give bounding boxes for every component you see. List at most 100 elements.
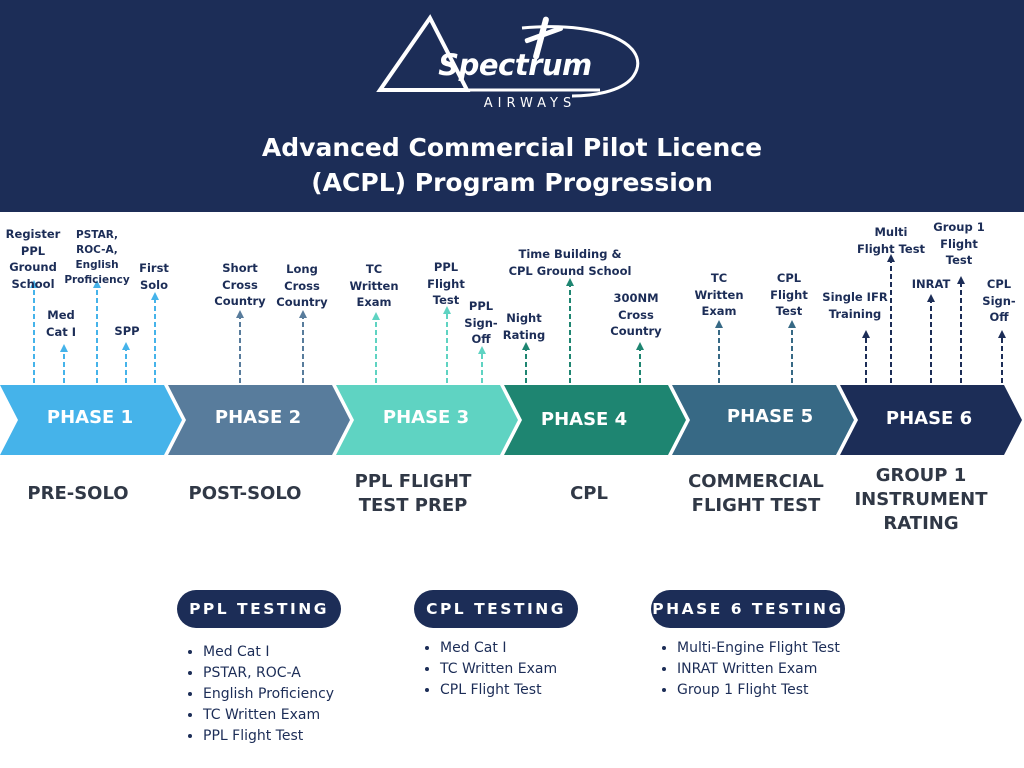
milestone-arrow-icon <box>299 310 307 318</box>
phase-6-testing-list: Multi-Engine Flight Test INRAT Written E… <box>657 638 840 701</box>
milestone-text-line: CPL <box>986 277 1012 291</box>
milestone-label: CPL Sign- Off <box>978 276 1020 326</box>
milestone-text-line: Flight <box>770 287 808 302</box>
phase-description-line: RATING <box>883 513 959 534</box>
milestone-text-line: INRAT <box>911 277 951 291</box>
list-item: Med Cat I <box>203 642 334 663</box>
milestone-text-line: Training <box>828 306 882 321</box>
milestone-text-line: Solo <box>139 277 169 292</box>
milestone-label: SPP <box>108 323 146 340</box>
milestone-arrow-icon <box>443 306 451 314</box>
phase-4-arrow <box>504 385 686 455</box>
phase-description-line: GROUP 1 <box>875 465 967 486</box>
header-banner: Spectrum AIRWAYS Advanced Commercial Pil… <box>0 0 1024 212</box>
phase-2-arrow <box>168 385 350 455</box>
title-line-1: Advanced Commercial Pilot Licence <box>261 133 763 162</box>
phase-description-line: COMMERCIAL <box>688 471 824 492</box>
milestone-text-line: Single IFR <box>822 290 888 304</box>
milestone-text-line: PPL <box>468 299 494 313</box>
milestone-text-line: PPL <box>433 260 459 274</box>
spectrum-logo-icon <box>376 14 640 98</box>
phase-4-description: CPL <box>508 482 670 506</box>
milestone-text-line: PSTAR, <box>76 229 118 241</box>
milestone-text-line: Sign- <box>464 315 498 330</box>
list-item: PSTAR, ROC-A <box>203 663 334 684</box>
milestone-text-line: Ground <box>9 260 57 274</box>
phase-3-arrow <box>336 385 518 455</box>
cpl-testing-list: Med Cat I TC Written Exam CPL Flight Tes… <box>420 638 557 701</box>
milestone-text-line: Group 1 <box>933 220 985 234</box>
milestone-arrow-icon <box>60 344 68 352</box>
milestone-arrow-icon <box>887 254 895 262</box>
milestone-text-line: Long <box>286 262 318 276</box>
milestone-text-line: Rating <box>502 327 546 342</box>
milestone-text-line: Exam <box>356 295 392 309</box>
milestone-arrow-icon <box>151 292 159 300</box>
milestone-text-line: Written <box>349 278 399 293</box>
milestone-text-line: Multi <box>874 225 908 239</box>
list-item: Multi-Engine Flight Test <box>677 638 840 659</box>
phase-description-line: INSTRUMENT <box>854 489 988 510</box>
milestone-text-line: School <box>11 276 55 291</box>
milestone-arrow-icon <box>93 280 101 288</box>
milestone-text-line: Proficiency <box>64 274 130 286</box>
milestone-label: Short Cross Country <box>210 260 270 310</box>
phase-5-arrow <box>672 385 854 455</box>
phase-6-testing-badge: PHASE 6 TESTING <box>651 590 845 628</box>
milestone-text-line: Exam <box>701 304 737 318</box>
phase-2-label: PHASE 2 <box>214 407 302 428</box>
phase-description-line: TEST PREP <box>358 495 468 516</box>
cpl-testing-badge: CPL TESTING <box>414 590 578 628</box>
phase-description-line: FLIGHT TEST <box>691 495 821 516</box>
milestone-arrow-icon <box>522 342 530 350</box>
milestone-text-line: TC <box>710 271 728 285</box>
milestone-text-line: Register <box>5 227 61 241</box>
list-item: TC Written Exam <box>203 705 334 726</box>
milestone-text-line: Test <box>775 304 803 318</box>
phase-3-label: PHASE 3 <box>382 407 470 428</box>
milestone-arrow-icon <box>372 312 380 320</box>
milestone-arrow-icon <box>788 320 796 328</box>
milestone-label: PPL Flight Test <box>422 259 470 309</box>
milestone-arrow-icon <box>478 346 486 354</box>
milestone-arrow-icon <box>30 280 38 288</box>
milestone-label: Long Cross Country <box>272 261 332 311</box>
milestone-text-line: Flight Test <box>856 241 926 256</box>
list-item: TC Written Exam <box>440 659 557 680</box>
list-item: English Proficiency <box>203 684 334 705</box>
progression-diagram <box>0 254 1022 455</box>
milestone-arrow-icon <box>927 294 935 302</box>
milestone-arrow-icon <box>998 330 1006 338</box>
milestone-text-line: Med <box>47 308 75 322</box>
list-item: Group 1 Flight Test <box>677 680 840 701</box>
milestone-arrow-icon <box>715 320 723 328</box>
milestone-text-line: Cross <box>222 277 258 292</box>
milestone-label: Register PPL Ground School <box>2 226 64 292</box>
brand-subtitle: AIRWAYS <box>483 96 577 111</box>
milestone-text-line: CPL Ground School <box>508 263 632 278</box>
milestone-label: 300NM Cross Country <box>604 290 668 340</box>
milestone-text-line: Cross <box>284 278 320 293</box>
phase-1-arrow <box>0 385 182 455</box>
milestone-text-line: Short <box>222 261 258 275</box>
milestone-text-line: Time Building & <box>518 247 622 261</box>
milestone-text-line: Written <box>694 287 744 302</box>
title-line-2: (ACPL) Program Progression <box>311 168 713 197</box>
phase-5-description: COMMERCIAL FLIGHT TEST <box>664 470 848 518</box>
milestone-text-line: CPL <box>776 271 802 285</box>
phase-4-label: PHASE 4 <box>540 409 628 430</box>
milestone-text-line: Country <box>610 324 662 338</box>
phase-1-description: PRE-SOLO <box>0 482 156 506</box>
milestone-text-line: First <box>139 261 169 275</box>
phase-description-line: PRE-SOLO <box>27 483 129 504</box>
milestone-arrow-icon <box>862 330 870 338</box>
milestone-text-line: SPP <box>114 324 140 338</box>
phase-3-description: PPL FLIGHT TEST PREP <box>330 470 496 518</box>
milestone-text-line: Cat I <box>46 324 76 339</box>
phase-6-arrow <box>840 385 1022 455</box>
milestone-text-line: 300NM <box>613 291 659 305</box>
phase-description-line: POST-SOLO <box>188 483 302 504</box>
milestone-arrow-icon <box>636 342 644 350</box>
milestone-text-line: Flight <box>427 276 465 291</box>
phase-1-label: PHASE 1 <box>46 407 134 428</box>
